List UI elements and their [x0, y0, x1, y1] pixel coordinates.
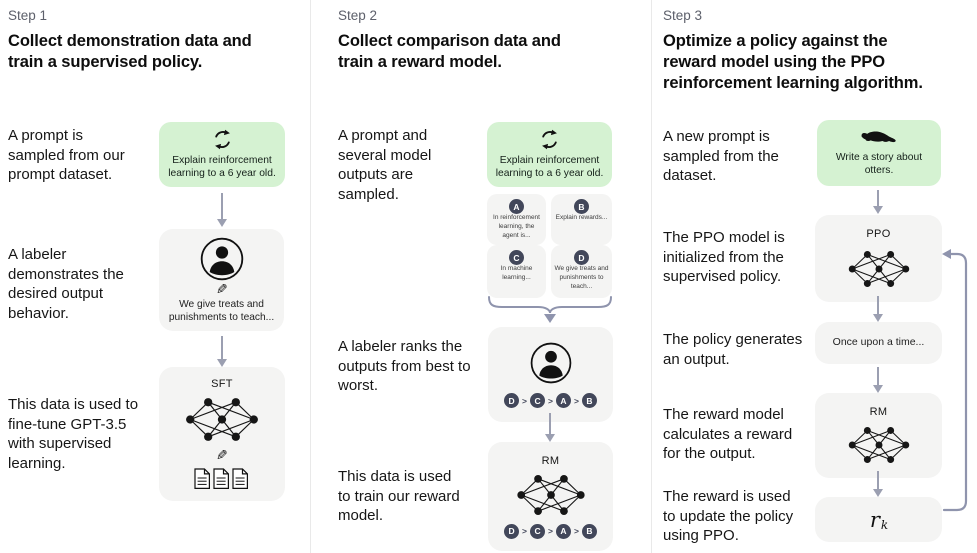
step2-caption-prompt: A prompt and several model outputs are s… — [338, 127, 432, 203]
ranking-badges: D > C > A > B — [504, 393, 597, 408]
step3-ppo-box: PPO — [815, 215, 942, 302]
step3-caption-ppo: The PPO model is initialized from the su… — [663, 229, 785, 285]
person-icon — [199, 236, 245, 282]
cycle-icon — [212, 129, 233, 150]
rank-badge: A — [555, 523, 571, 539]
step3-caption-prompt: A new prompt is sampled from the dataset… — [663, 128, 779, 184]
rank-separator: > — [548, 526, 553, 536]
step2-ranking-box: D > C > A > B — [488, 327, 613, 422]
down-arrow — [872, 367, 883, 393]
ranking-badges: D > C > A > B — [504, 523, 597, 539]
rank-badge: C — [530, 393, 546, 408]
output-box-a: A In reinforcement learning, the agent i… — [487, 194, 546, 245]
step3-caption-reward: The reward model calculates a reward for… — [663, 406, 793, 462]
ppo-title: PPO — [866, 228, 891, 241]
rank-badge: B — [581, 523, 597, 539]
down-arrow — [872, 471, 883, 497]
pencil-icon: ✎ — [215, 280, 228, 297]
down-arrow — [216, 193, 227, 227]
output-badge-d: D — [574, 250, 589, 265]
output-badge-c: C — [509, 250, 524, 265]
rank-badge: D — [504, 523, 520, 539]
rm-title: RM — [541, 454, 560, 467]
step3-output-box: Once upon a time... — [815, 322, 942, 364]
down-arrow — [216, 336, 227, 367]
step2-prompt-box: Explain reinforcement learning to a 6 ye… — [487, 122, 612, 187]
step2-rm-box: RM D > C > A — [488, 442, 613, 551]
down-arrow — [872, 190, 883, 214]
step3-rm-box: RM — [815, 393, 942, 478]
output-text-a: In reinforcement learning, the agent is.… — [493, 214, 540, 239]
otter-icon — [860, 129, 898, 147]
step1-sft-box: SFT ✎ — [159, 367, 285, 501]
reward-symbol: r — [869, 507, 880, 532]
pencil-icon: ✎ — [216, 447, 228, 464]
step1-labeler-box: ✎ We give treats and punishments to teac… — [159, 229, 284, 331]
brace-arrow — [487, 296, 613, 326]
step1-caption-labeler: A labeler demonstrates the desired outpu… — [8, 246, 124, 322]
reward-subscript: k — [880, 517, 889, 532]
step1-caption-prompt: A prompt is sampled from our prompt data… — [8, 127, 125, 183]
output-badge-b: B — [574, 199, 589, 214]
network-icon — [184, 396, 260, 443]
step1-caption-finetune: This data is used to fine-tune GPT-3.5 w… — [8, 396, 139, 472]
rank-separator: > — [522, 395, 528, 406]
network-icon — [847, 425, 911, 465]
rm-title: RM — [869, 405, 888, 418]
cycle-icon — [539, 129, 560, 150]
rank-badge: D — [504, 393, 520, 408]
network-icon — [847, 249, 911, 289]
sft-title: SFT — [211, 378, 233, 391]
step2-heading: Collect comparison data and train a rewa… — [338, 32, 561, 71]
rank-separator: > — [573, 526, 579, 536]
down-arrow — [872, 296, 883, 322]
step3-caption-output: The policy generates an output. — [663, 331, 803, 368]
step3-caption-update: The reward is used to update the policy … — [663, 488, 794, 544]
rank-badge: A — [555, 393, 571, 408]
step1-heading: Collect demonstration data and train a s… — [8, 32, 252, 71]
step3-heading: Optimize a policy against the reward mod… — [663, 32, 923, 92]
step3-output-text: Once upon a time... — [832, 336, 925, 349]
person-icon — [529, 341, 573, 385]
output-box-c: C In machine learning... — [487, 245, 546, 298]
rank-separator: > — [573, 395, 579, 406]
step1-prompt-box: Explain reinforcement learning to a 6 ye… — [159, 122, 285, 187]
step1-label: Step 1 — [8, 8, 48, 23]
output-box-d: D We give treats and punishments to teac… — [551, 245, 612, 298]
step1-prompt-text: Explain reinforcement learning to a 6 ye… — [168, 154, 276, 179]
output-badge-a: A — [509, 199, 524, 214]
network-icon — [515, 473, 587, 517]
step2-label: Step 2 — [338, 8, 378, 23]
step3-prompt-box: Write a story about otters. — [817, 120, 941, 186]
rank-separator: > — [522, 526, 528, 536]
step3-prompt-text: Write a story about otters. — [835, 151, 923, 176]
output-text-d: We give treats and punishments to teach.… — [554, 265, 609, 290]
step2-prompt-text: Explain reinforcement learning to a 6 ye… — [495, 154, 604, 179]
step3-label: Step 3 — [663, 8, 703, 23]
output-text-b: Explain rewards... — [555, 214, 608, 221]
rank-badge: B — [581, 393, 597, 408]
down-arrow — [544, 413, 555, 442]
step1-labeler-text: We give treats and punishments to teach.… — [168, 298, 275, 323]
output-text-c: In machine learning... — [500, 265, 533, 281]
documents-icon — [194, 467, 250, 490]
rank-separator: > — [548, 395, 553, 406]
step2-caption-train: This data is used to train our reward mo… — [338, 468, 460, 524]
output-box-b: B Explain rewards... — [551, 194, 612, 245]
column-divider — [651, 0, 652, 553]
rank-badge: C — [530, 523, 546, 539]
column-divider — [310, 0, 311, 553]
feedback-loop-arrow — [941, 246, 975, 518]
step2-caption-rank: A labeler ranks the outputs from best to… — [338, 338, 471, 394]
